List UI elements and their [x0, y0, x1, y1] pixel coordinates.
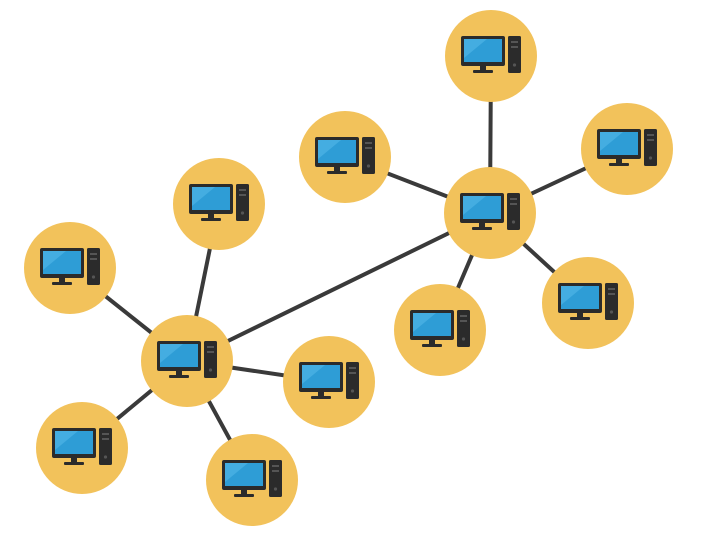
client-node-b-upper-right: [581, 103, 673, 195]
desktop-computer-icon: [597, 129, 657, 166]
desktop-computer-icon: [558, 283, 618, 320]
client-node-a-bottom: [206, 434, 298, 526]
desktop-computer-icon: [222, 460, 282, 497]
desktop-computer-icon: [460, 193, 520, 230]
hub-node-hub-b: [444, 167, 536, 259]
desktop-computer-icon: [461, 36, 521, 73]
link-hub-a-hub-b: [185, 211, 492, 363]
desktop-computer-icon: [410, 310, 470, 347]
client-node-a-right: [283, 336, 375, 428]
client-node-b-lower-right: [542, 257, 634, 349]
client-node-a-left: [24, 222, 116, 314]
nodes-layer: [24, 10, 673, 526]
desktop-computer-icon: [40, 248, 100, 285]
client-node-b-top: [445, 10, 537, 102]
client-node-b-lower-left: [394, 284, 486, 376]
client-node-a-bottom-left: [36, 402, 128, 494]
desktop-computer-icon: [299, 362, 359, 399]
hub-node-hub-a: [141, 315, 233, 407]
desktop-computer-icon: [315, 137, 375, 174]
desktop-computer-icon: [157, 341, 217, 378]
client-node-b-upper-left: [299, 111, 391, 203]
desktop-computer-icon: [189, 184, 249, 221]
client-node-a-top: [173, 158, 265, 250]
desktop-computer-icon: [52, 428, 112, 465]
